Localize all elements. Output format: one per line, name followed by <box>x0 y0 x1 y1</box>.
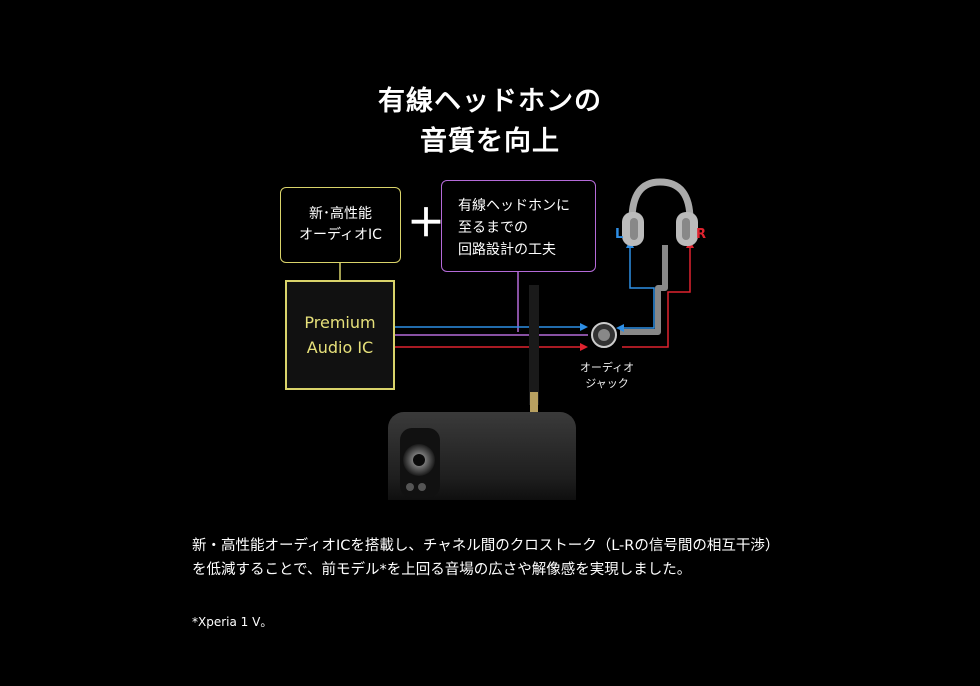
body-description: 新・高性能オーディオICを搭載し、チャネル間のクロストーク（L-Rの信号間の相互… <box>192 537 780 578</box>
audio-ic-label-box: 新･高性能 オーディオIC <box>280 187 401 263</box>
phone-cable <box>529 285 539 405</box>
circuit-design-label-box: 有線ヘッドホンに 至るまでの 回路設計の工夫 <box>441 180 596 272</box>
headphones-icon <box>622 178 698 246</box>
page-headline: 有線ヘッドホンの 音質を向上 <box>0 82 980 162</box>
audio-circuit-diagram: 新･高性能 オーディオIC ＋ 有線ヘッドホンに 至るまでの 回路設計の工夫 P… <box>270 160 720 500</box>
diagram-graphics <box>339 178 698 500</box>
ic-box-line-1: 新･高性能 <box>309 206 372 222</box>
left-channel-path <box>616 240 655 332</box>
left-channel-label: L <box>615 227 624 242</box>
audio-plug <box>530 392 538 414</box>
headline-line-2: 音質を向上 <box>420 126 560 158</box>
audio-jack-icon <box>591 322 617 348</box>
premium-audio-ic-chip: Premium Audio IC <box>285 280 395 390</box>
signal-lines <box>395 323 588 351</box>
headphone-cable <box>620 245 668 335</box>
ic-box-line-2: オーディオIC <box>299 227 382 243</box>
smartphone <box>388 412 576 500</box>
audio-jack-label: オーディオ ジャック <box>570 360 644 392</box>
premium-box-line-2: Audio IC <box>306 338 374 357</box>
design-box-line-3: 回路設計の工夫 <box>458 242 556 258</box>
jack-label-line-2: ジャック <box>585 377 629 390</box>
plus-sign: ＋ <box>407 201 446 245</box>
right-channel-label: R <box>696 227 707 242</box>
design-box-line-2: 至るまでの <box>458 220 528 236</box>
design-box-line-1: 有線ヘッドホンに <box>458 198 570 214</box>
footnote: *Xperia 1 V。 <box>192 615 273 629</box>
premium-box-line-1: Premium <box>304 313 376 332</box>
jack-label-line-1: オーディオ <box>579 361 635 374</box>
headline-line-1: 有線ヘッドホンの <box>378 86 602 118</box>
